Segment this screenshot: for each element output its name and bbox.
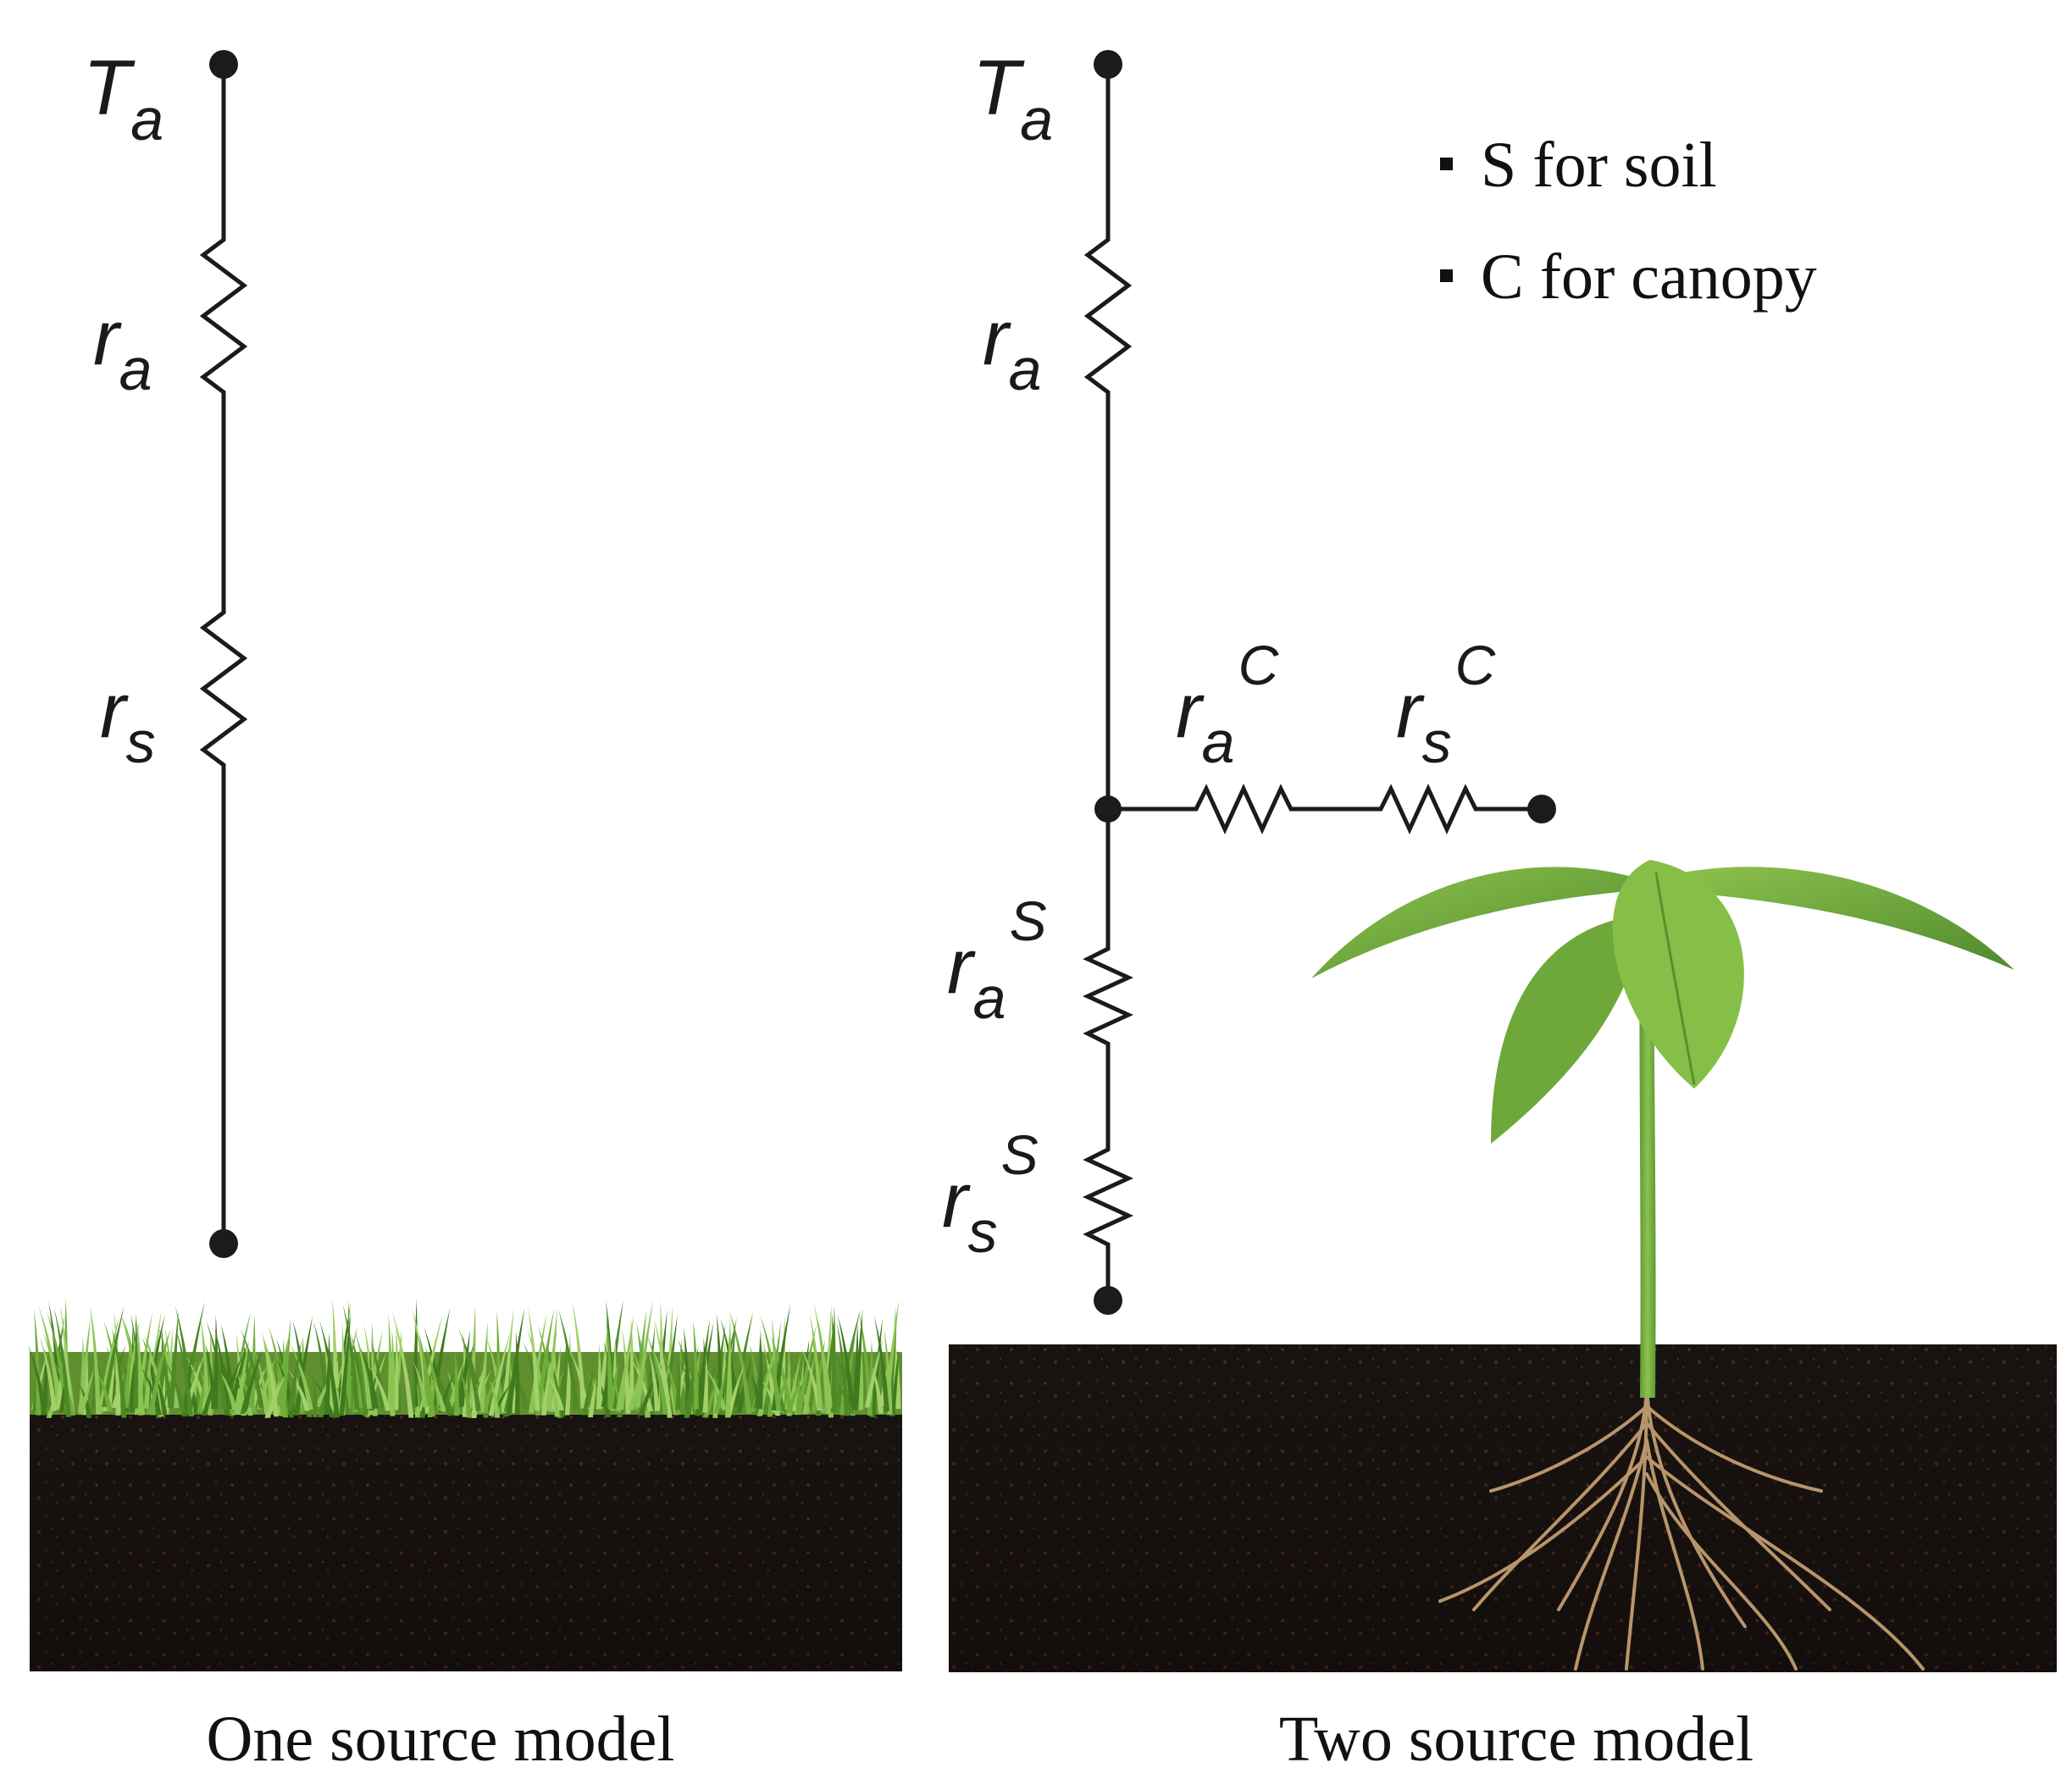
seedling-leaf-left — [1311, 867, 1647, 978]
seedling-leaf-lower — [1491, 915, 1643, 1144]
two-source-main-wire — [1082, 62, 1134, 1303]
one-source-circuit — [199, 50, 248, 1258]
legend-bullet — [1440, 269, 1453, 282]
seedling-leaf-center — [1612, 860, 1744, 1089]
two-source-junction-node — [1094, 795, 1122, 823]
one-source-top-node — [209, 50, 238, 79]
legend-item-soil: S for soil — [1481, 130, 1717, 201]
seedling-leaf-right — [1647, 867, 2014, 970]
legend: S for soil C for canopy — [1440, 130, 1817, 313]
two-source-canopy-wire — [1105, 783, 1544, 835]
label-ra-canopy: raC — [1176, 634, 1280, 775]
two-source-top-node — [1094, 50, 1122, 79]
label-ra-soil: raS — [947, 889, 1047, 1031]
two-source-ground-image — [949, 1344, 2057, 1672]
label-rs-canopy: rsC — [1396, 634, 1497, 775]
two-source-soil-node — [1094, 1286, 1122, 1315]
legend-item-canopy: C for canopy — [1481, 241, 1817, 313]
seedling-leaf-vein — [1654, 872, 1696, 1085]
two-source-model: Ta ra raC rsC raS rsS S for soil C for c… — [942, 45, 2057, 1775]
two-source-canopy-node — [1527, 795, 1556, 823]
one-source-bottom-node — [209, 1229, 238, 1258]
legend-bullet — [1440, 158, 1453, 170]
label-two-ra: ra — [983, 295, 1042, 402]
one-source-ground-image — [27, 1298, 902, 1671]
two-source-circuit — [1082, 50, 1556, 1315]
seedling-image — [1311, 860, 2014, 1671]
label-one-rs: rs — [100, 668, 156, 775]
label-two-ta: Ta — [972, 45, 1053, 152]
one-source-wire — [199, 62, 248, 1246]
caption-one-source: One source model — [207, 1704, 675, 1775]
grass-blades — [27, 1298, 901, 1418]
seedling-roots — [1438, 1388, 1925, 1671]
label-one-ta: Ta — [83, 45, 163, 152]
label-one-ra: ra — [93, 295, 152, 402]
caption-two-source: Two source model — [1279, 1704, 1753, 1775]
label-rs-soil: rsS — [942, 1123, 1039, 1265]
one-source-model: Ta ra rs One source model — [27, 45, 902, 1775]
